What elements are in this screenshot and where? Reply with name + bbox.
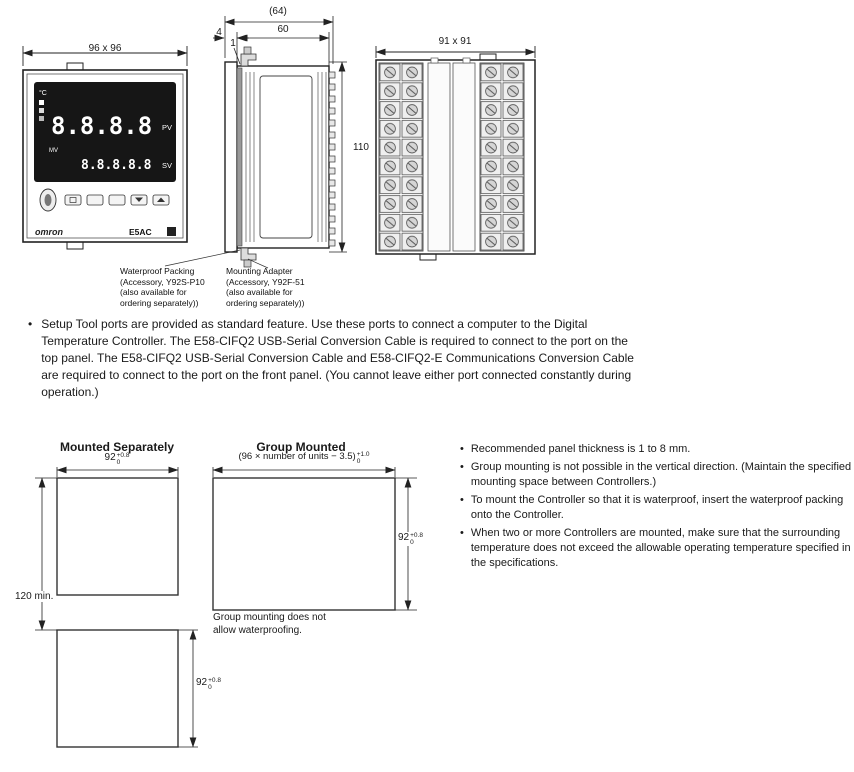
sv-label: SV (162, 161, 172, 170)
rear-center-panel-right (452, 62, 476, 252)
rear-bottom-tab (419, 253, 437, 261)
rear-clip (430, 57, 439, 64)
setup-tool-note: • Setup Tool ports are provided as stand… (28, 316, 634, 401)
status-indicator (39, 116, 44, 121)
front-width-dimension (22, 46, 188, 66)
level-key-icon (69, 197, 77, 203)
group-dimensions (212, 466, 417, 611)
rear-width-dimension (375, 46, 536, 58)
panel-cutout-2 (56, 629, 179, 748)
callout-leader-lines (164, 249, 269, 269)
rear-view-drawing (375, 46, 536, 261)
list-item: •Group mounting is not possible in the v… (460, 460, 852, 488)
group-waterproof-note: Group mounting does not allow waterproof… (213, 612, 326, 636)
mounted-separately-drawing (35, 466, 198, 748)
status-indicator (39, 100, 44, 105)
bullet-icon: • (460, 526, 464, 539)
front-width-dim-label: 96 x 96 (88, 43, 122, 54)
setup-port (44, 194, 52, 206)
rear-top-tab (479, 53, 497, 61)
unit-indicator: °C (39, 89, 47, 97)
terminal-block-right (479, 62, 525, 252)
rear-width-dim-label: 91 x 91 (438, 36, 472, 47)
front-view-drawing: °C 8.8.8.8 PV MV 8.8.8.8.8 SV omron E5AC (22, 46, 188, 250)
mounting-adapter-bottom (240, 247, 257, 261)
model-badge-icon (167, 227, 176, 236)
group-mounted-drawing (212, 466, 417, 611)
bullet-icon: • (460, 493, 464, 506)
mv-label: MV (49, 148, 58, 154)
display-area (34, 82, 176, 182)
sv-digits: 8.8.8.8.8 (81, 158, 152, 173)
side-body-depth-label: 60 (277, 24, 289, 35)
adapter-screw-bottom (243, 259, 252, 268)
mounting-adapter-top (240, 53, 257, 67)
vertical-pitch-dim: 120 min. (13, 591, 56, 602)
front-bezel (26, 73, 184, 239)
list-item: •When two or more Controllers are mounte… (460, 526, 851, 569)
mounting-notes-list: •Recommended panel thickness is 1 to 8 m… (460, 442, 854, 571)
bullet-icon: • (28, 317, 33, 331)
waterproof-packing-callout: Waterproof Packing (Accessory, Y92S-P10 … (120, 266, 205, 308)
panel-cutout-1 (56, 477, 179, 596)
rear-center-panel-left (427, 62, 451, 252)
group-mounted-title: Group Mounted (256, 440, 346, 454)
pv-digits: 8.8.8.8 (51, 112, 152, 140)
status-indicator (39, 108, 44, 113)
brand-logo: omron (35, 227, 64, 237)
mounting-adapter-callout: Mounting Adapter (Accessory, Y92F-51 (al… (226, 266, 305, 308)
group-panel-cutout (212, 477, 396, 611)
down-arrow-icon (135, 197, 143, 202)
up-arrow-icon (157, 197, 165, 202)
mode-key (86, 194, 104, 206)
waterproof-packing (236, 67, 243, 247)
side-gap-label: 1 (230, 38, 236, 49)
bullet-icon: • (460, 443, 464, 455)
front-key-row (64, 194, 170, 206)
side-height-label: 110 (353, 142, 369, 153)
level-key (64, 194, 82, 206)
pv-label: PV (162, 123, 172, 132)
side-total-depth-label: (64) (269, 6, 287, 17)
mounted-separately-title: Mounted Separately (59, 440, 175, 454)
rear-clip (462, 57, 471, 64)
side-front-bezel (224, 61, 238, 253)
side-bezel-depth-label: 4 (216, 27, 222, 38)
adapter-screw-top (243, 46, 252, 55)
bullet-icon: • (460, 460, 464, 473)
list-item: •Recommended panel thickness is 1 to 8 m… (460, 443, 691, 455)
list-item: •To mount the Controller so that it is w… (460, 493, 844, 521)
side-label-panel (259, 75, 313, 239)
shift-key (108, 194, 126, 206)
terminal-teeth (328, 71, 336, 247)
terminal-block-left (378, 62, 424, 252)
side-dimensions (213, 16, 347, 253)
side-view-drawing (164, 16, 347, 269)
cutout-dimensions (35, 466, 198, 748)
vent-slits (245, 72, 327, 242)
model-label: E5AC (129, 227, 152, 237)
